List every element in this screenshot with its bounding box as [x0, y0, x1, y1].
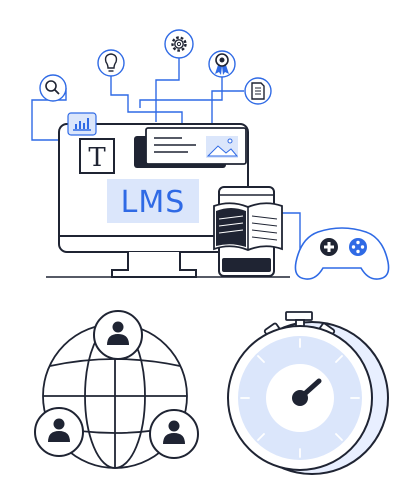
open-book-icon — [213, 202, 283, 251]
bar-chart-icon — [67, 112, 97, 136]
content-card — [134, 127, 247, 168]
image-icon — [206, 136, 239, 158]
stopwatch-icon — [227, 311, 389, 475]
search-icon — [39, 74, 67, 102]
connector-lines — [31, 58, 312, 271]
award-ribbon-icon — [208, 50, 236, 78]
lightbulb-icon — [97, 49, 125, 77]
lms-banner: LMS — [107, 179, 199, 223]
lms-label: LMS — [121, 185, 186, 220]
user-icon — [149, 409, 199, 459]
gamepad-icon — [294, 227, 390, 280]
user-icon — [34, 407, 84, 457]
text-format-letter: T — [88, 143, 106, 173]
gear-icon — [164, 29, 194, 59]
user-icon — [93, 310, 143, 360]
document-icon — [244, 77, 272, 105]
text-format-icon: T — [79, 138, 115, 174]
